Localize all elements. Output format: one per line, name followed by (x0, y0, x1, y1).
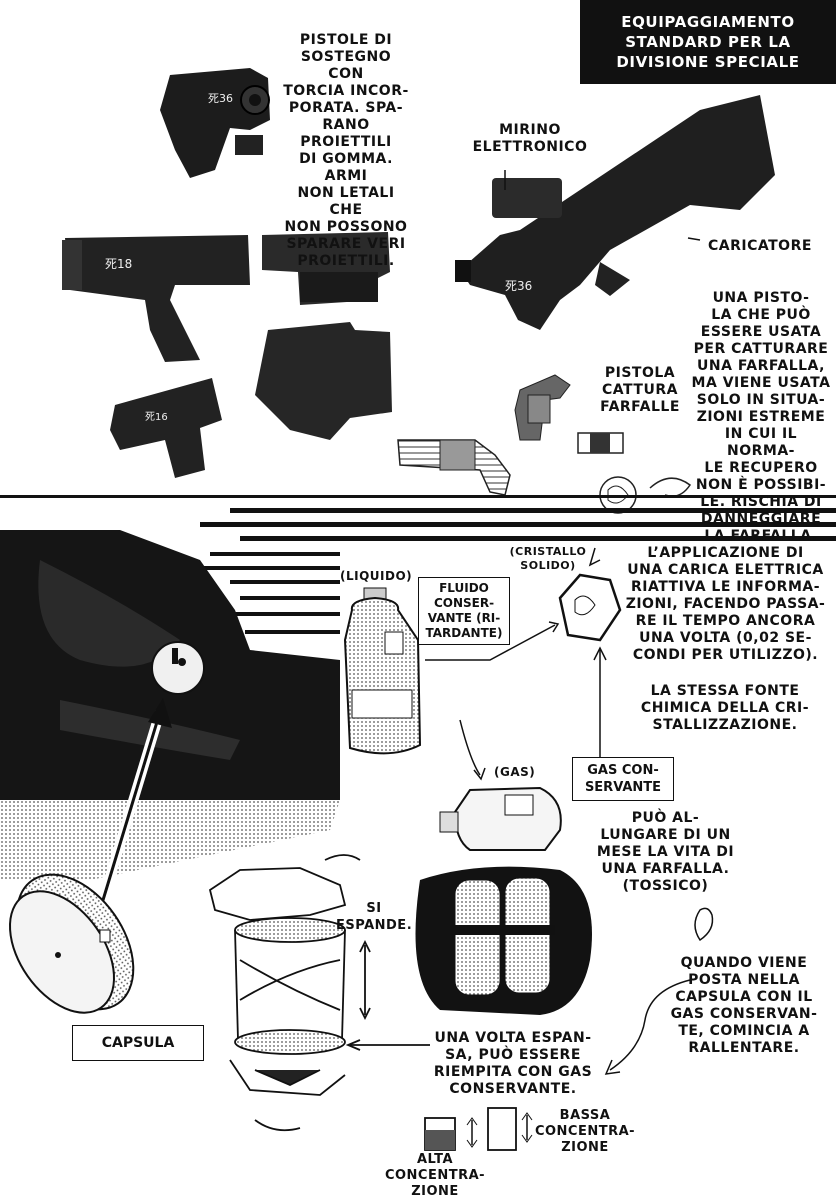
caption-low-concentration: BASSA CONCENTRA- ZIONE (534, 1108, 636, 1155)
gun-small-marking: 死16 (145, 412, 168, 423)
support-pistol-small: 死16 (110, 378, 222, 478)
capture-pistol-small (514, 374, 571, 441)
caption-electronic-sight: MIRINO ELETTRONICO (472, 122, 588, 155)
vials (424, 1107, 533, 1151)
support-pistol-mid: 死18 (62, 235, 250, 362)
caption-crystal: (CRISTALLO SOLIDO) (509, 545, 587, 572)
capture-cartridge (577, 432, 624, 454)
gun-top-marking: 死36 (208, 92, 233, 105)
capsule-disc (8, 873, 135, 1014)
caption-magazine: CARICATORE (708, 238, 812, 254)
gun-mid-marking: 死18 (105, 257, 132, 271)
speed-lines (0, 495, 836, 634)
caption-liquid: (LIQUIDO) (340, 569, 413, 583)
caption-preserving-fluid: FLUIDO CONSER- VANTE (RI- TARDANTE) (418, 577, 510, 645)
rifle-marking: 死36 (505, 279, 532, 293)
caption-slows-down: QUANDO VIENE POSTA NELLA CAPSULA CON IL … (670, 955, 818, 1056)
caption-support-pistols: PISTOLE DI SOSTEGNO CON TORCIA INCOR- PO… (283, 32, 409, 269)
caption-expands: SI ESPANDE. (336, 901, 413, 933)
caption-capture-pistol-desc: UNA PISTO- LA CHE PUÒ ESSERE USATA PER C… (691, 290, 831, 544)
support-pistol-top: 死36 (160, 68, 270, 178)
caption-gas: (GAS) (494, 765, 536, 779)
caption-capture-pistol-label: PISTOLA CATTURA FARFALLE (600, 365, 680, 415)
caption-fill-gas: UNA VOLTA ESPAN- SA, PUÒ ESSERE RIEMPITA… (433, 1030, 593, 1097)
butterfly-sketch-2 (604, 907, 714, 1075)
capture-pistol-large (397, 439, 511, 496)
rifle: 死36 (455, 95, 775, 330)
caption-capsule: CAPSULA (72, 1025, 204, 1061)
gas-bottle (439, 786, 562, 851)
caption-high-concentration: ALTA CONCENTRA- ZIONE (384, 1152, 486, 1199)
crystal (558, 573, 622, 642)
holster-top (262, 232, 390, 305)
gas-canisters (415, 866, 592, 1015)
liquid-bottle (343, 587, 422, 755)
holster-gun (255, 322, 392, 440)
caption-extend-life: PUÒ AL- LUNGARE DI UN MESE LA VITA DI UN… (596, 810, 735, 894)
officer-arm-panel (0, 530, 340, 912)
caption-chemical-source: LA STESSA FONTE CHIMICA DELLA CRI- STALL… (640, 683, 810, 733)
capsule-expanding (208, 854, 430, 1132)
caption-electric-charge: L’APPLICAZIONE DI UNA CARICA ELETTRICA R… (625, 545, 826, 663)
caption-preserving-gas: GAS CON- SERVANTE (572, 757, 674, 801)
page-title: EQUIPAGGIAMENTO STANDARD PER LA DIVISION… (580, 0, 836, 84)
